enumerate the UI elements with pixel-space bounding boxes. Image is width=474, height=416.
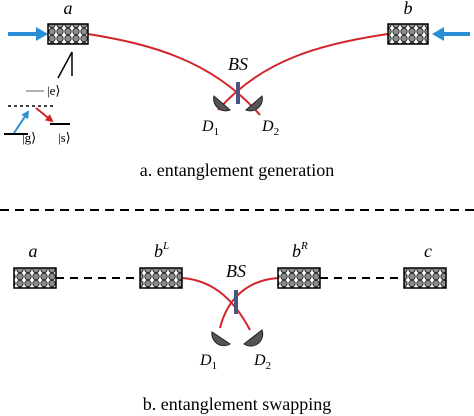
detector-d1-b	[211, 331, 231, 347]
pump-beam-right	[432, 27, 470, 41]
pump-beam-left	[8, 27, 48, 41]
ensemble-a-label-b: a	[29, 241, 38, 261]
label-storage-state: |s⟩	[58, 130, 71, 145]
detector-d1-label-a: D1	[201, 118, 219, 138]
emission-transition-arrow	[35, 107, 54, 123]
pump-transition-arrow	[13, 110, 30, 134]
beam-splitter-label-b: BS	[226, 261, 246, 281]
atomic-ensemble-a	[47, 23, 89, 45]
photon-path-bR	[219, 277, 279, 329]
photon-path-left	[87, 33, 261, 116]
detector-d2-a	[245, 95, 263, 112]
ensemble-b-label: b	[404, 0, 413, 18]
atomic-ensemble-bL	[139, 267, 183, 289]
scheme-pointer	[57, 51, 73, 79]
ensemble-c-label: c	[424, 241, 432, 261]
photon-path-bL	[181, 277, 251, 331]
caption-part-a: a. entanglement generation	[140, 160, 334, 180]
atomic-ensemble-c	[403, 267, 447, 289]
atomic-ensemble-bR	[277, 267, 321, 289]
photon-path-right	[217, 33, 389, 111]
atomic-ensemble-a-b	[13, 267, 57, 289]
caption-part-b: b. entanglement swapping	[143, 394, 331, 414]
beam-splitter-label-a: BS	[228, 54, 248, 74]
detector-d2-label-a: D2	[261, 118, 279, 138]
part-a-entanglement-generation: a b BS D1 D2 |e⟩ |g⟩ |s⟩	[4, 0, 470, 180]
ensemble-a-label: a	[64, 0, 73, 18]
detector-d2-label-b: D2	[253, 352, 271, 372]
detector-d1-label-b: D1	[199, 352, 217, 372]
label-excited-state: |e⟩	[47, 83, 60, 98]
ensemble-bR-label: bR	[292, 240, 308, 261]
detector-d1-a	[213, 95, 231, 112]
atomic-ensemble-b	[387, 23, 429, 45]
part-b-entanglement-swapping: a bL bR c BS D1 D2 b. entanglement swapp…	[13, 240, 447, 414]
detector-d2-b	[243, 329, 264, 347]
label-ground-state: |g⟩	[22, 130, 36, 145]
energy-level-scheme: |e⟩ |g⟩ |s⟩	[4, 51, 73, 145]
ensemble-bL-label: bL	[154, 240, 169, 261]
